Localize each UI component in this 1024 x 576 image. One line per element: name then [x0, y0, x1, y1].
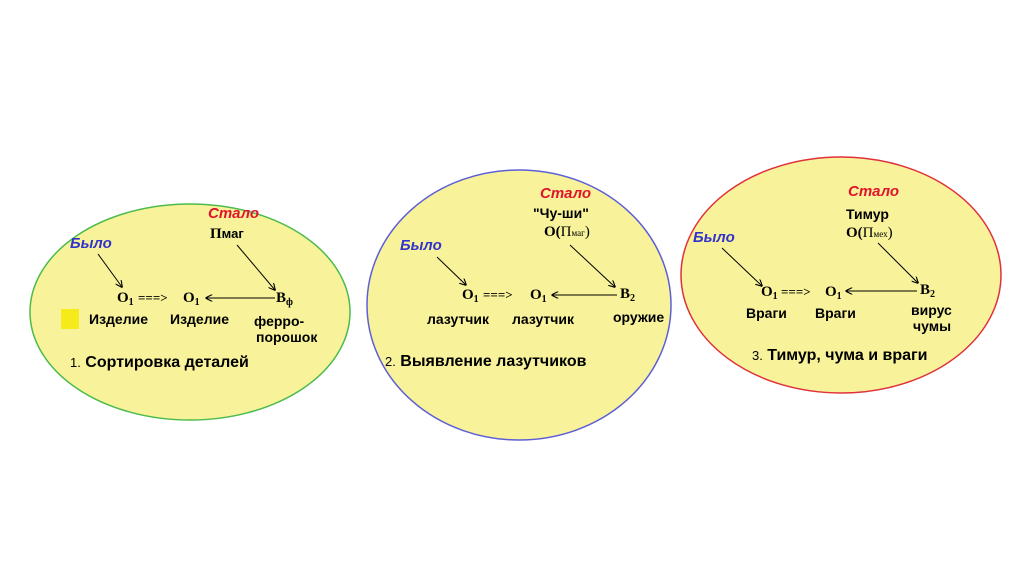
caption-num-3: 3. [752, 348, 763, 363]
o1-right-2: O1 [530, 287, 547, 305]
o-sub: 1 [541, 294, 547, 305]
arrow-field-2 [569, 244, 615, 287]
o-symbol: O [530, 287, 542, 303]
o-sub: 1 [194, 297, 200, 308]
field-suffix-2: ) [584, 224, 590, 240]
field-label-3: O(Пмех) [846, 226, 893, 241]
o1-right-3: O1 [825, 284, 842, 302]
o-sub: 1 [473, 294, 479, 305]
b-sub: ф [286, 297, 293, 308]
right-label-1: ферро- [254, 313, 305, 329]
became-label-1: Стало [208, 205, 259, 222]
arrow-was-3 [721, 247, 762, 286]
field-label-1: Пмаг [210, 227, 244, 242]
o-symbol: O [761, 284, 773, 300]
o1-left-3: O1 [761, 284, 778, 302]
left-label-1: Изделие [89, 311, 148, 327]
field-main-3: П [862, 225, 874, 241]
mid-label-2: лазутчик [512, 311, 575, 327]
field-main-1: П [210, 226, 222, 242]
ellipse-1 [29, 203, 351, 421]
caption-2: 2. Выявление лазутчиков [385, 354, 586, 370]
ellipse-2 [366, 169, 672, 441]
b-sub: 2 [630, 293, 636, 304]
field-main-2: П [560, 224, 572, 240]
caption-text-1: Сортировка деталей [85, 354, 249, 371]
was-label-3: Было [693, 229, 735, 246]
right-label-3: вирус [911, 302, 952, 318]
caption-num-1: 1. [70, 355, 81, 370]
o-symbol: O [183, 290, 195, 306]
caption-3: 3. Тимур, чума и враги [752, 348, 928, 364]
mid-label-3: Враги [815, 305, 856, 321]
arrow-text-2: ===> [483, 287, 513, 302]
top-label-3: Тимур [846, 206, 889, 222]
b-symbol: B [276, 290, 287, 306]
b-symbol-1: Bф [276, 290, 293, 308]
b-symbol-2: B2 [620, 286, 636, 304]
field-suffix-3: ) [887, 225, 893, 241]
top-label-2: "Чу-ши" [533, 205, 589, 221]
arrow-was-1 [97, 253, 122, 287]
highlight-marker [61, 309, 79, 329]
o-symbol: O [117, 290, 129, 306]
arrow-field-1 [236, 244, 275, 290]
o-sub: 1 [772, 291, 778, 302]
caption-num-2: 2. [385, 354, 396, 369]
field-label-2: O(Пмаг) [544, 225, 590, 240]
caption-1: 1. Сортировка деталей [70, 355, 249, 371]
became-label-3: Стало [848, 183, 899, 200]
field-prefix-2: O( [544, 224, 561, 240]
o-sub: 1 [128, 297, 134, 308]
field-sub-2: маг [571, 228, 585, 238]
b-symbol: B [620, 286, 631, 302]
right-label2-1: порошок [256, 329, 318, 345]
caption-text-3: Тимур, чума и враги [767, 347, 928, 364]
ellipse-3 [680, 156, 1002, 394]
b-sub: 2 [930, 289, 936, 300]
left-label-2: лазутчик [427, 311, 490, 327]
right-label2-3: чумы [913, 318, 952, 334]
b-symbol-3: B2 [920, 282, 936, 300]
field-sub-3: мех [873, 229, 888, 239]
mid-label-1: Изделие [170, 311, 229, 327]
right-label-2: оружие [613, 309, 665, 325]
b-symbol: B [920, 282, 931, 298]
was-label-2: Было [400, 237, 442, 254]
o1-right-1: O1 [183, 290, 200, 308]
o1-left-1: O1 [117, 290, 134, 308]
o-sub: 1 [836, 291, 842, 302]
o1-left-2: O1 [462, 287, 479, 305]
arrow-was-2 [436, 256, 466, 285]
left-label-3: Враги [746, 305, 787, 321]
field-prefix-3: O( [846, 225, 863, 241]
arrow-text-1: ===> [138, 290, 168, 305]
arrow-text-3: ===> [781, 284, 811, 299]
was-label-1: Было [70, 235, 112, 252]
caption-text-2: Выявление лазутчиков [400, 353, 587, 370]
became-label-2: Стало [540, 185, 591, 202]
o-symbol: O [462, 287, 474, 303]
o-symbol: O [825, 284, 837, 300]
field-sub-1: маг [221, 226, 244, 241]
arrow-field-3 [877, 242, 918, 283]
